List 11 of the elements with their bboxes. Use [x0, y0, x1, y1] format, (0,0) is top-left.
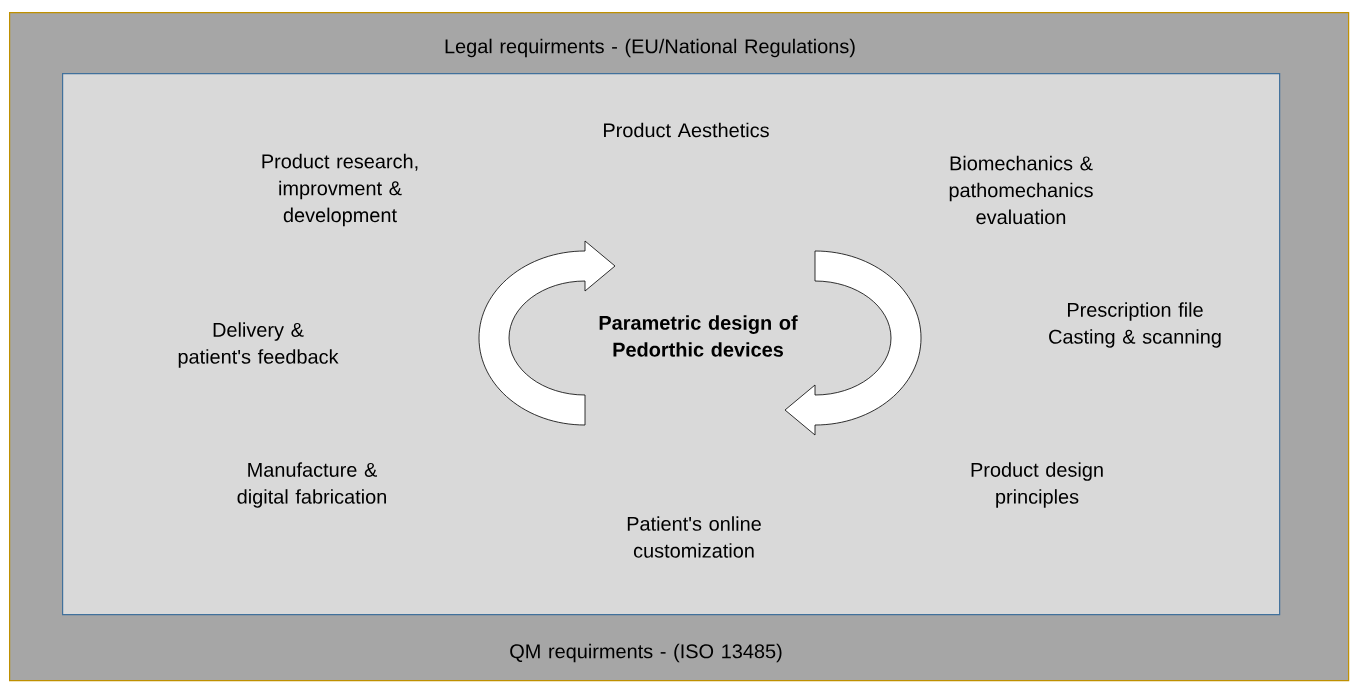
annotation-text: Prescription file Casting & scanning	[1049, 302, 1221, 348]
heading-text: Legal requirments - (EU/National Regulations)	[445, 38, 855, 58]
annotation-text: Product Aesthetics	[604, 122, 769, 138]
annotation-text: Product research, improvment & development	[262, 153, 418, 227]
annotation-text: Biomechanics & pathomechanics evaluation	[949, 155, 1093, 225]
annotation-text: Product design principles	[971, 462, 1103, 508]
annotation-text: Delivery & patient's feedback	[178, 322, 339, 368]
annotation-text: Patient's online customization	[627, 516, 761, 558]
annotation-text: Manufacture & digital fabrication	[237, 462, 386, 508]
center-title: Parametric design of Pedorthic devices	[599, 315, 798, 357]
footer-text: QM requirments - (ISO 13485)	[510, 643, 782, 663]
